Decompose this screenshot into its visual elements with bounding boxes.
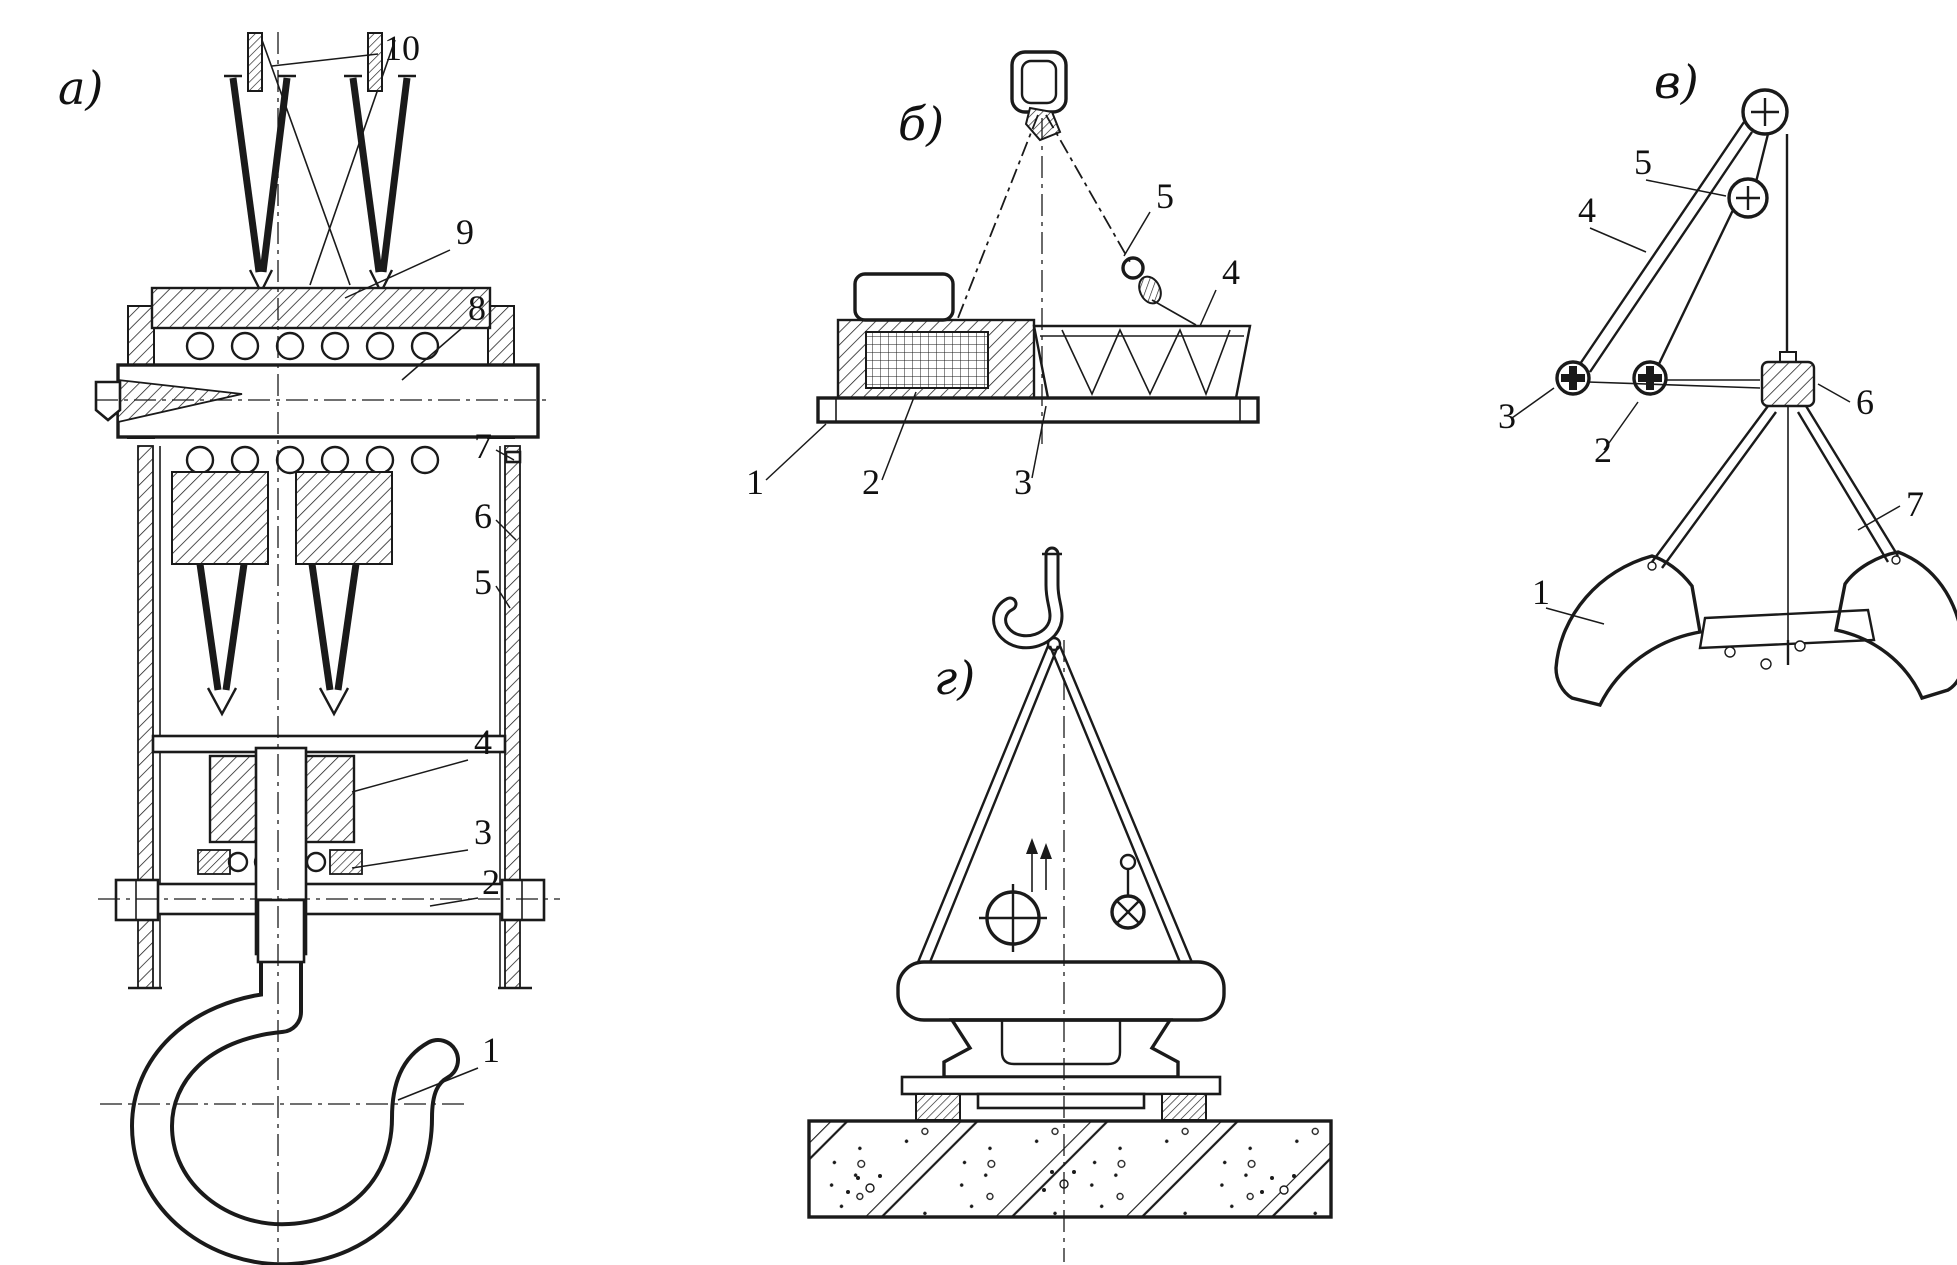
panel-v-grab: 5 4 3 2 6 7 1 в) bbox=[1498, 55, 1957, 707]
callout-a-3: 3 bbox=[474, 812, 492, 852]
callout-b-1: 1 bbox=[746, 462, 764, 502]
callout-a-4: 4 bbox=[474, 722, 492, 762]
lower-sheave-right bbox=[308, 563, 360, 717]
valve-main bbox=[979, 884, 1047, 952]
crosshead bbox=[150, 286, 492, 330]
sling-lines bbox=[957, 114, 1131, 319]
panel-a-label: а) bbox=[58, 61, 103, 115]
callout-a-5: 5 bbox=[474, 562, 492, 602]
callouts-v: 5 4 3 2 6 7 1 bbox=[1498, 142, 1924, 625]
thrust-bearing bbox=[197, 849, 363, 875]
callout-v-3: 3 bbox=[1498, 396, 1516, 436]
head-block bbox=[1760, 351, 1816, 408]
panel-b-label: б) bbox=[898, 97, 944, 151]
small-hook-b bbox=[1024, 106, 1062, 142]
callout-a-10: 10 bbox=[384, 28, 420, 68]
divider-plate bbox=[151, 734, 507, 754]
trunnion-axle bbox=[114, 878, 546, 922]
sheave-brackets bbox=[171, 471, 393, 565]
upper-bearing-rollers bbox=[185, 331, 440, 361]
flow-arrows bbox=[1026, 838, 1052, 892]
valve-small bbox=[1110, 853, 1146, 930]
lower-sheave-left bbox=[196, 563, 248, 717]
callout-b-3: 3 bbox=[1014, 462, 1032, 502]
callout-v-7: 7 bbox=[1906, 484, 1924, 524]
callout-a-8: 8 bbox=[468, 288, 486, 328]
callout-v-5: 5 bbox=[1634, 142, 1652, 182]
shackle bbox=[1010, 50, 1068, 114]
callouts-a: 10 9 8 7 6 5 4 3 2 1 bbox=[271, 28, 517, 1101]
suction-pads bbox=[900, 1075, 1222, 1121]
crane-hook bbox=[130, 898, 460, 1265]
center-lines-a bbox=[96, 32, 560, 1262]
callout-b-2: 2 bbox=[862, 462, 880, 502]
traverse-beam bbox=[94, 363, 540, 439]
ropes-v bbox=[1579, 121, 1789, 389]
upper-sheave-left bbox=[224, 74, 296, 295]
upper-sheave-right bbox=[344, 74, 416, 295]
callout-a-6: 6 bbox=[474, 496, 492, 536]
panel-g-vacuum-lifter: г) bbox=[807, 546, 1333, 1262]
lifter-body bbox=[896, 960, 1226, 1079]
slab-speckles bbox=[846, 1170, 1296, 1195]
callout-a-7: 7 bbox=[474, 426, 492, 466]
concrete-slab bbox=[807, 1119, 1333, 1219]
callout-v-6: 6 bbox=[1856, 382, 1874, 422]
callout-v-2: 2 bbox=[1594, 430, 1612, 470]
sling-triangle bbox=[912, 636, 1198, 973]
magnet-body bbox=[836, 272, 1036, 400]
callout-a-2: 2 bbox=[482, 862, 500, 902]
callout-a-1: 1 bbox=[482, 1030, 500, 1070]
grab-jaws bbox=[1554, 550, 1957, 707]
panel-v-label: в) bbox=[1654, 55, 1699, 109]
tray bbox=[1032, 324, 1252, 400]
callout-b-4: 4 bbox=[1222, 252, 1240, 292]
guide-pulley-right bbox=[1632, 360, 1668, 396]
panel-a-hook-block: 10 9 8 7 6 5 4 3 2 1 а) bbox=[58, 28, 560, 1265]
sling-ring-hook bbox=[1121, 256, 1197, 326]
callouts-b: 5 4 1 2 3 bbox=[746, 176, 1240, 502]
callout-b-5: 5 bbox=[1156, 176, 1174, 216]
callout-v-4: 4 bbox=[1578, 190, 1596, 230]
top-pulleys bbox=[1727, 88, 1789, 219]
base-plate bbox=[816, 396, 1260, 424]
callout-a-9: 9 bbox=[456, 212, 474, 252]
grab-arms bbox=[1651, 405, 1900, 640]
side-plates bbox=[128, 445, 532, 990]
lower-bearing-rollers bbox=[185, 445, 440, 475]
callout-v-1: 1 bbox=[1532, 572, 1550, 612]
guide-pulley-left bbox=[1555, 360, 1591, 396]
rope-ends bbox=[247, 32, 383, 92]
small-hook-g bbox=[992, 546, 1064, 650]
panel-g-label: г) bbox=[934, 651, 975, 705]
panel-b-electromagnet: 5 4 1 2 3 б) bbox=[746, 50, 1260, 502]
